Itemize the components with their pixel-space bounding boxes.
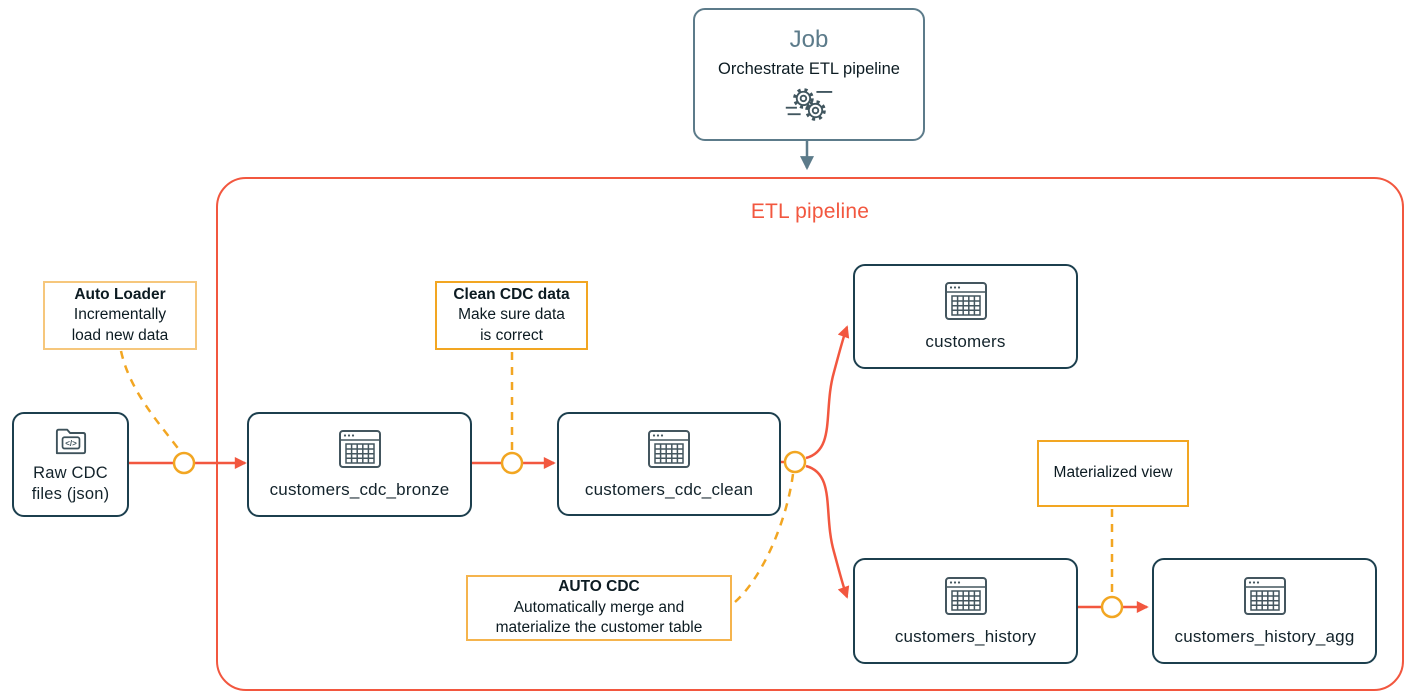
table-icon xyxy=(1243,576,1286,615)
connection-dot-auto-loader xyxy=(172,451,196,475)
connection-dot-auto-cdc xyxy=(783,450,807,474)
annotation-line: Make sure data xyxy=(458,306,565,324)
etl-pipeline-title: ETL pipeline xyxy=(750,200,870,223)
node-label: customers_cdc_clean xyxy=(584,479,754,499)
svg-text:</>: </> xyxy=(65,439,77,448)
connection-dot-materialized-view xyxy=(1100,595,1124,619)
node-raw-cdc-files: </> Raw CDC files (json) xyxy=(12,412,129,517)
annotation-auto-loader: Auto Loader Incrementally load new data xyxy=(43,281,197,350)
gears-icon xyxy=(785,88,833,121)
annotation-line: load new data xyxy=(71,326,169,344)
node-label: customers xyxy=(925,332,1006,351)
job-subtitle: Orchestrate ETL pipeline xyxy=(718,60,900,78)
connection-dot-clean-cdc xyxy=(500,451,524,475)
annotation-title: Clean CDC data xyxy=(453,285,570,303)
node-label: customers_history_agg xyxy=(1174,626,1355,646)
arrow-branch-to-history xyxy=(805,464,850,599)
annotation-line: is correct xyxy=(480,326,543,344)
node-customers-cdc-bronze: customers_cdc_bronze xyxy=(247,412,472,517)
table-icon xyxy=(648,429,690,468)
node-customers-history: customers_history xyxy=(853,558,1078,664)
table-icon xyxy=(944,282,987,320)
arrow-branch-to-customers xyxy=(805,325,850,460)
node-label: customers_cdc_bronze xyxy=(269,480,450,499)
job-box: Job Orchestrate ETL pipeline xyxy=(693,8,925,141)
table-icon xyxy=(338,430,381,468)
annotation-line: Incrementally xyxy=(73,306,167,324)
annotation-line: Materialized view xyxy=(1053,464,1173,482)
node-customers-history-agg: customers_history_agg xyxy=(1152,558,1377,664)
annotation-title: Auto Loader xyxy=(74,285,166,303)
node-label: Raw CDC files (json) xyxy=(31,463,110,503)
job-title: Job xyxy=(789,26,829,53)
annotation-auto-cdc: AUTO CDC Automatically merge and materia… xyxy=(466,575,732,641)
annotation-clean-cdc-data: Clean CDC data Make sure data is correct xyxy=(435,281,588,350)
code-folder-icon: </> xyxy=(55,428,86,455)
node-label: customers_history xyxy=(894,626,1037,646)
etl-pipeline-container: ETL pipeline xyxy=(216,177,1404,691)
node-customers: customers xyxy=(853,264,1078,369)
annotation-title: AUTO CDC xyxy=(558,578,640,596)
dash-auto-loader xyxy=(119,350,182,452)
node-customers-cdc-clean: customers_cdc_clean xyxy=(557,412,781,516)
table-icon xyxy=(944,576,987,615)
annotation-line: materialize the customer table xyxy=(495,619,703,637)
dash-auto-cdc xyxy=(734,473,795,603)
annotation-materialized-view: Materialized view xyxy=(1037,440,1189,507)
annotation-line: Automatically merge and xyxy=(513,598,685,616)
